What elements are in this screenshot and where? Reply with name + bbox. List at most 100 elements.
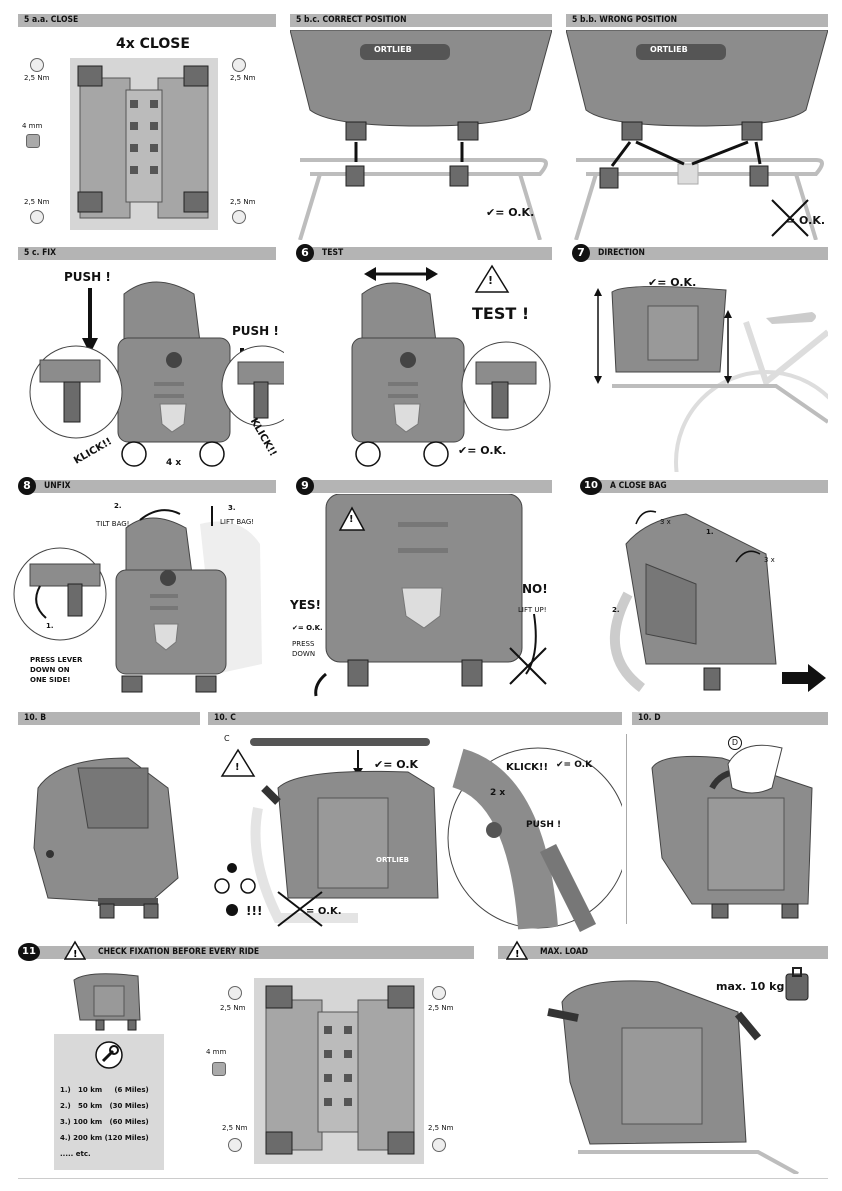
push-label-2: PUSH ! <box>232 324 279 338</box>
header-5aa: 5 a.a. CLOSE <box>18 14 276 27</box>
header-11-text: CHECK FIXATION BEFORE EVERY RIDE <box>98 947 260 957</box>
header-10d-text: 10. D <box>638 713 661 723</box>
max-load-illustration <box>547 967 809 1174</box>
ok-press-3: DOWN <box>292 650 316 658</box>
warning-icon-11: ! <box>64 940 86 960</box>
times-3x-2: 3 x <box>764 556 775 564</box>
bottom-rule <box>18 1178 828 1179</box>
header-10a-text: A CLOSE BAG <box>610 481 667 491</box>
press-line-3: ONE SIDE! <box>30 676 71 684</box>
header-8-text: UNFIX <box>44 481 71 491</box>
header-5bb: 5 b.b. WRONG POSITION <box>566 14 828 27</box>
label-4x-close: 4x CLOSE <box>116 36 190 52</box>
torque-label-br: 2,5 Nm <box>230 198 256 206</box>
danger-label: !!! <box>246 904 263 918</box>
count-label: 4 x <box>166 458 182 468</box>
torque-label-11-tr: 2,5 Nm <box>428 1004 454 1012</box>
panel-7: ✔= O.K. <box>576 262 828 472</box>
torque-icon-11-bl <box>228 1138 242 1152</box>
svg-text:!: ! <box>73 949 78 960</box>
header-5bc-text: 5 b.c. CORRECT POSITION <box>296 15 407 25</box>
interval-3: 3.) 100 km (60 Miles) <box>60 1118 149 1126</box>
panel-max-load: max. 10 kg <box>498 962 828 1174</box>
interval-4: 4.) 200 km (120 Miles) <box>60 1134 149 1142</box>
push-label-1: PUSH ! <box>64 270 111 284</box>
panel-5bc: ORTLIEB ✔= O.K. <box>290 30 552 240</box>
step8-tilt: TILT BAG! <box>96 520 130 528</box>
twox-label: 2 x <box>490 788 506 798</box>
letter-c: C <box>224 734 230 743</box>
header-7: DIRECTION <box>576 247 828 260</box>
header-8: UNFIX <box>22 480 276 493</box>
panel-10a: 3 x 3 x 1. 2. <box>586 494 828 706</box>
brand-label-10c: ORTLIEB <box>376 856 409 864</box>
header-10c-text: 10. C <box>214 713 236 723</box>
test-label: TEST ! <box>472 304 530 323</box>
hex-key-icon <box>26 134 40 148</box>
direction-illustration <box>594 285 828 472</box>
small-bag-illustration <box>73 973 141 1031</box>
torque-label-bl: 2,5 Nm <box>24 198 50 206</box>
torque-icon-tl <box>30 58 44 72</box>
torque-label-tr: 2,5 Nm <box>230 74 256 82</box>
ok-label-7: ✔= O.K. <box>648 276 697 289</box>
shoulder-strap-illustration <box>214 738 622 933</box>
step8-2: 2. <box>114 502 122 510</box>
step8-3: 3. <box>228 504 236 512</box>
header-10d: 10. D <box>632 712 828 725</box>
tool-label: 4 mm <box>22 122 43 130</box>
header-5aa-text: 5 a.a. CLOSE <box>24 15 79 25</box>
max-load-label: max. 10 kg <box>716 980 785 993</box>
header-6: TEST <box>300 247 552 260</box>
test-illustration <box>351 264 551 467</box>
fix-illustration <box>29 281 284 467</box>
yes-label: YES! <box>290 598 322 612</box>
rack-top-view <box>70 58 218 230</box>
warning-icon-6: ! <box>488 274 494 287</box>
torque-label-11-tl: 2,5 Nm <box>220 1004 246 1012</box>
panel-9: ! YES! ✔= O.K. PRESS DOWN NO! LIFT UP! <box>290 494 562 706</box>
header-9 <box>300 480 552 493</box>
header-5c: 5 c. FIX <box>18 247 276 260</box>
notok-label-5bb: = O.K. <box>786 214 826 227</box>
warning-icon-10c: ! <box>235 762 240 773</box>
header-10a: A CLOSE BAG <box>586 480 828 493</box>
step-badge-7: 7 <box>572 244 590 262</box>
push-label-10c: PUSH ! <box>526 820 562 830</box>
step-badge-11: 11 <box>18 943 40 961</box>
wrench-icon <box>95 1041 123 1069</box>
panel-10d: D <box>632 728 828 928</box>
svg-text:!: ! <box>515 949 520 960</box>
times-3x-1: 3 x <box>660 518 671 526</box>
header-7-text: DIRECTION <box>598 248 645 258</box>
header-6-text: TEST <box>322 248 344 258</box>
header-5c-text: 5 c. FIX <box>24 248 57 258</box>
step-badge-6: 6 <box>296 244 314 262</box>
panel-8: 2. TILT BAG! 3. LIFT BAG! 1. PRESS LEVER… <box>10 494 286 706</box>
unfix-illustration <box>13 506 262 693</box>
torque-icon-11-tl <box>228 986 242 1000</box>
header-5bc: 5 b.c. CORRECT POSITION <box>290 14 552 27</box>
no-label: NO! <box>522 582 548 596</box>
torque-label-tl: 2,5 Nm <box>24 74 50 82</box>
step10a-1: 1. <box>706 528 714 536</box>
header-max: MAX. LOAD <box>498 946 828 959</box>
torque-icon-bl <box>30 210 44 224</box>
service-interval-box: 1.) 10 km (6 Miles) 2.) 50 km (30 Miles)… <box>54 1034 164 1170</box>
step-badge-10: 10 <box>580 477 602 495</box>
divider-10c-10d <box>626 734 627 924</box>
warning-icon-max: ! <box>506 940 528 960</box>
panel-5aa: 4x CLOSE 2,5 Nm 2,5 Nm 4 mm 2,5 Nm 2,5 N… <box>18 30 276 230</box>
ok-label-6: ✔= O.K. <box>458 444 507 457</box>
step8-lift: LIFT BAG! <box>220 518 255 526</box>
brand-label-5bc: ORTLIEB <box>374 45 412 54</box>
torque-icon-br <box>232 210 246 224</box>
correct-position-illustration <box>290 30 552 240</box>
panel-5c: PUSH ! PUSH ! KLICK!! KLICK!! 4 x <box>14 262 284 472</box>
yes-no-illustration <box>314 494 547 697</box>
ok-label-5bc: ✔= O.K. <box>486 206 535 219</box>
header-10c: 10. C <box>208 712 622 725</box>
interval-2: 2.) 50 km (30 Miles) <box>60 1102 149 1110</box>
ok-press-1: ✔= O.K. <box>292 624 323 632</box>
header-5bb-text: 5 b.b. WRONG POSITION <box>572 15 677 25</box>
